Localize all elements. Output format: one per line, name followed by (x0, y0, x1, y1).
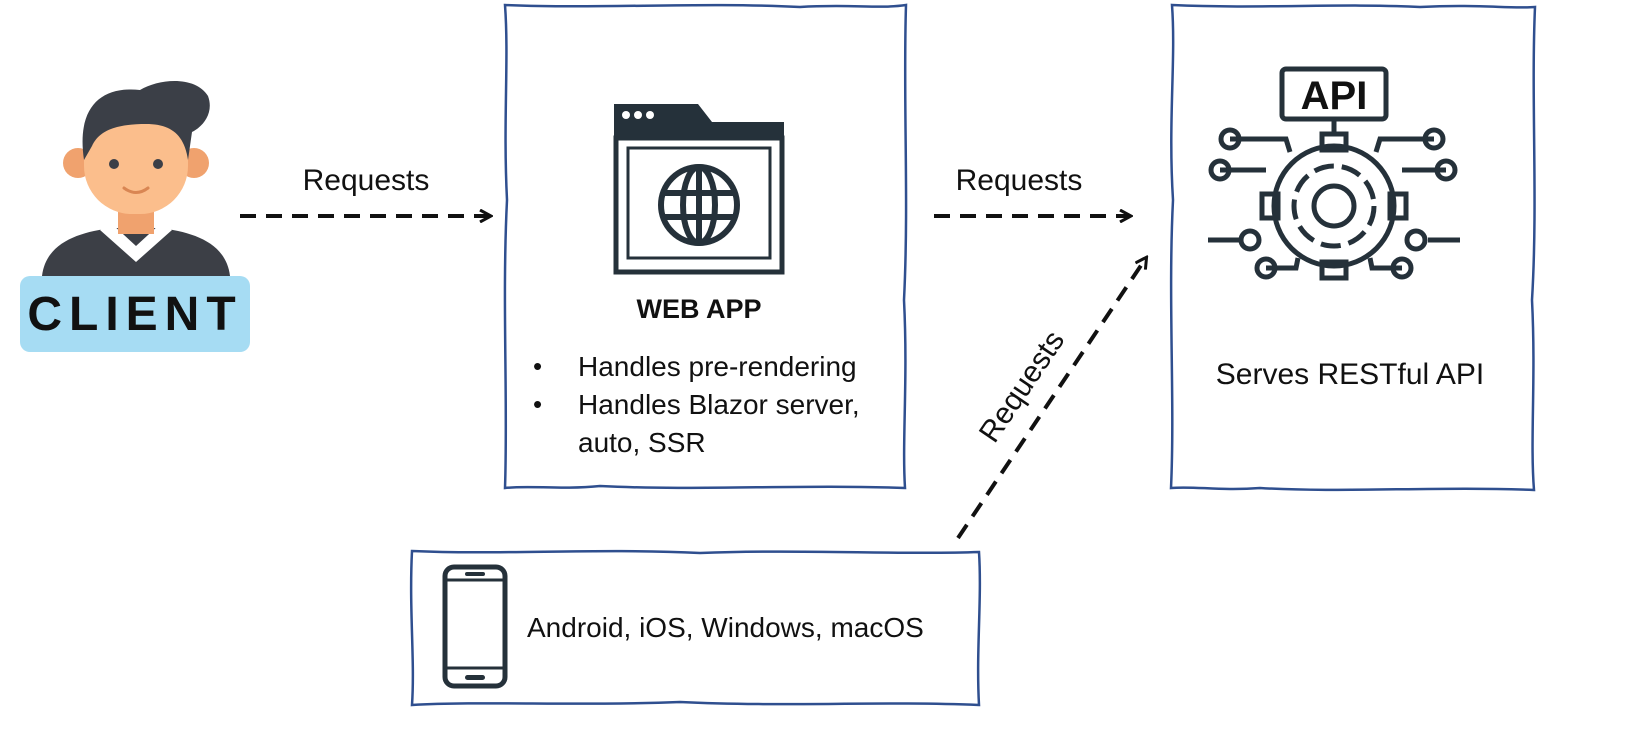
bullet-text: Handles Blazor server, (578, 389, 860, 420)
client-badge (20, 276, 250, 352)
smartphone-icon (442, 564, 508, 689)
devices-label: Android, iOS, Windows, macOS (527, 612, 924, 643)
devices-node: Android, iOS, Windows, macOS (409, 549, 982, 707)
bullet-marker: • (533, 351, 542, 381)
bullet-text: Handles pre-rendering (578, 351, 857, 382)
edge-label-devices-to-api: Requests (973, 325, 1071, 449)
browser-globe-icon (613, 104, 785, 275)
web-app-bullet-list: • Handles pre-rendering • Handles Blazor… (533, 351, 860, 458)
edge-label-web-to-api: Requests (956, 164, 1083, 197)
api-caption: Serves RESTful API (1216, 358, 1484, 391)
bullet-marker: • (533, 389, 542, 419)
web-app-node: WEB APP • Handles pre-rendering • Handle… (503, 3, 908, 490)
api-badge-label: API (1301, 74, 1368, 118)
devices-box (409, 549, 982, 707)
bullet-text-continued: auto, SSR (578, 427, 706, 458)
web-app-box (503, 3, 908, 490)
edge-label-client-to-web: Requests (303, 164, 430, 197)
client-badge-label: CLIENT (27, 288, 242, 341)
arrow-devices-to-api (956, 258, 1146, 540)
api-box (1169, 3, 1537, 492)
client-node: CLIENT (20, 80, 250, 352)
client-person-icon (42, 80, 230, 276)
web-app-title: WEB APP (636, 294, 761, 324)
api-node: API (1169, 3, 1537, 492)
api-gear-icon: API (1208, 66, 1460, 281)
